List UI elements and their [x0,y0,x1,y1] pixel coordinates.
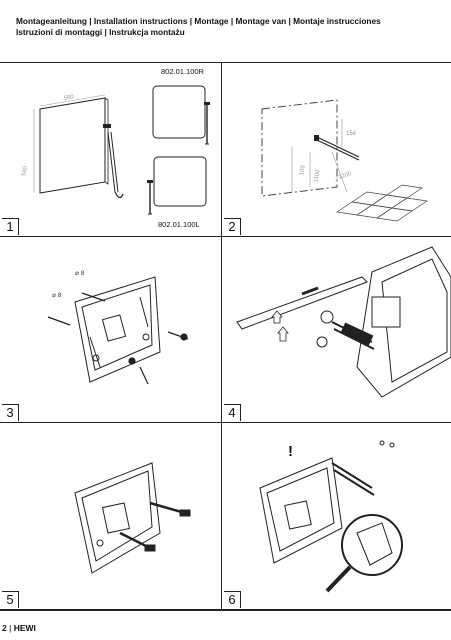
screw-fixing-drawing [74,462,191,574]
height-dimension: 540 [21,165,29,177]
footer-separator: | [9,623,12,633]
step-6-panel: ! 6 [222,423,451,610]
detail-magnifier [341,514,403,576]
step-1-panel: 580 540 802.01.100R 802.01.100L 1 [0,62,222,237]
dimension-109: 109 [299,164,307,176]
diameter-label-top: ⌀ 8 [75,270,85,277]
step-number: 5 [2,591,19,608]
step-4-panel: 4 [222,237,451,423]
mirror-dimensions-drawing: 580 540 [21,85,210,215]
page-number: 2 [2,623,7,633]
attach-mirror-drawing: ! [259,440,403,593]
diameter-label-left: ⌀ 8 [52,292,62,299]
width-dimension: 580 [63,94,75,102]
screws [47,292,189,385]
warning-mark: ! [288,443,293,460]
header-line-2: Istruzioni di montaggi | Instrukcja mont… [16,27,185,37]
wall-position-drawing: 154 109 1100 ~1200 [261,99,428,222]
step-number: 2 [224,218,241,235]
dimension-154: 154 [346,131,357,137]
insert-bracket-drawing [236,246,451,398]
drill-holes-drawing: ⌀ 8 ⌀ 8 [47,270,189,385]
step-number: 6 [224,591,241,608]
step-number: 3 [2,404,19,421]
step-2-panel: 154 109 1100 ~1200 2 [222,62,451,237]
brand-name: HEWI [13,623,36,633]
left-model-code: 802.01.100L [158,220,200,229]
step-number: 4 [224,404,241,421]
header-line-1: Montageanleitung | Installation instruct… [16,16,381,26]
dimension-1200: ~1200 [334,171,353,183]
dimension-1100: 1100 [313,169,321,183]
bottom-divider [0,610,451,611]
step-number: 1 [2,218,19,235]
top-divider [0,62,451,63]
page-footer: 2 | HEWI [2,623,36,633]
document-header: Montageanleitung | Installation instruct… [16,16,436,38]
floor-tiles [336,184,428,222]
step-3-panel: ⌀ 8 ⌀ 8 3 [0,237,222,423]
right-model-code: 802.01.100R [161,67,204,76]
mounting-bracket [74,276,161,383]
step-5-panel: 5 [0,423,222,610]
